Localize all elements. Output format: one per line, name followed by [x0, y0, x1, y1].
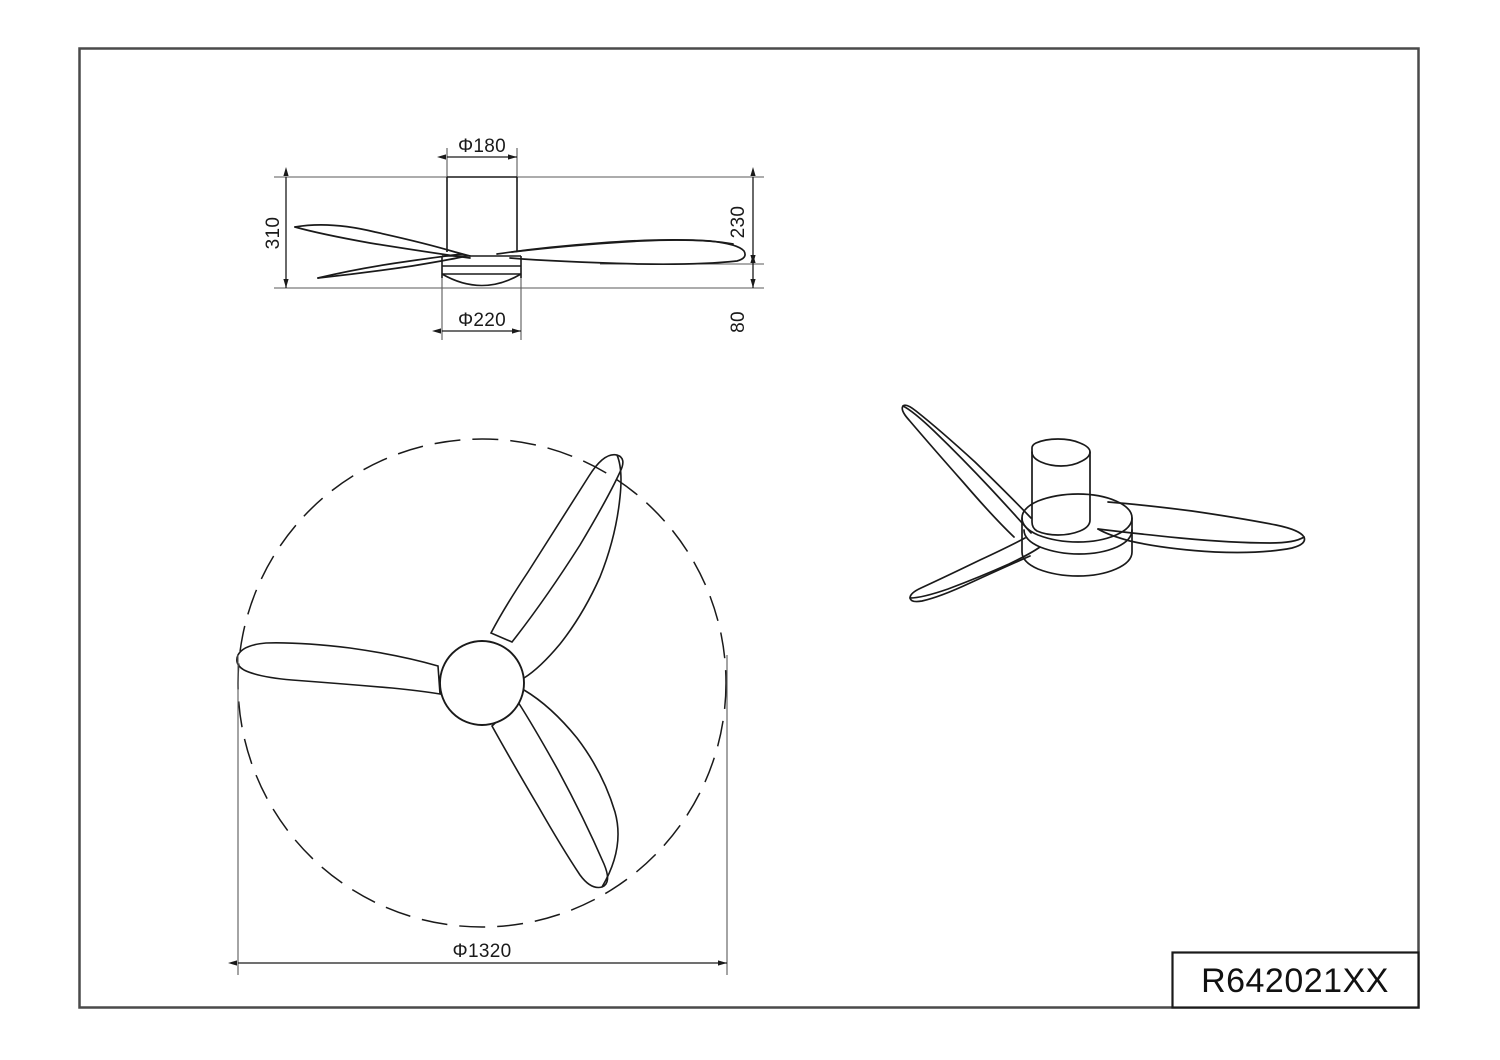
motor-housing-outline — [441, 255, 522, 287]
blade-right-outline — [496, 239, 746, 266]
blade-a-trailing-edge — [902, 405, 1032, 534]
canopy-top-ellipse — [1031, 451, 1091, 467]
plan-hub-circle — [439, 640, 525, 726]
border-rectangle — [78, 47, 1420, 1009]
plan-blade-3-trailing-edge — [523, 689, 619, 888]
plan-blade-left — [236, 642, 441, 695]
dim-phi220: Φ220 — [432, 310, 521, 334]
dim-phi1320: Φ1320 — [228, 941, 727, 966]
blade-left-upper-bottom — [294, 226, 471, 259]
dim-80-label: 80 — [728, 311, 749, 333]
housing-body — [1021, 493, 1133, 577]
blade-b-trailing-edge — [909, 546, 1041, 599]
dim-230: 230 — [728, 167, 756, 264]
housing-ring-1 — [1021, 517, 1133, 543]
perspective-motor-housing — [1021, 493, 1133, 577]
plan-blade-lower-right — [490, 689, 619, 889]
housing-bottom-dome — [441, 273, 522, 287]
dim-phi220-label: Φ220 — [458, 310, 506, 331]
blade-left-lower-bottom — [317, 256, 463, 279]
side-view-blades — [294, 224, 746, 279]
plan-view: Φ1320 — [228, 438, 728, 975]
perspective-canopy — [1031, 438, 1091, 536]
dim-310: 310 — [263, 167, 289, 288]
perspective-blade-upper-left — [901, 404, 1032, 538]
blade-c-inner-edge — [1097, 528, 1305, 544]
blade-left-lower-top — [317, 253, 463, 279]
perspective-view — [901, 404, 1306, 603]
blade-c-outline — [1097, 501, 1306, 554]
title-block-box — [1171, 951, 1420, 1009]
blade-right-inner-edge — [511, 239, 734, 253]
dim-phi1320-label: Φ1320 — [453, 941, 512, 962]
canopy-body — [1031, 438, 1091, 536]
dim-310-label: 310 — [263, 217, 284, 250]
dim-phi180-label: Φ180 — [458, 136, 506, 157]
blade-left-upper-top — [294, 224, 471, 257]
dim-80: 80 — [728, 254, 756, 333]
plan-blade-3-outline — [490, 700, 609, 889]
perspective-blade-right — [1097, 501, 1306, 554]
perspective-blade-lower-left — [909, 537, 1041, 603]
title-block: R642021XX — [1171, 951, 1420, 1009]
dim-230-label: 230 — [728, 206, 749, 239]
plan-blade-upper-right — [489, 453, 624, 679]
sheet-frame — [78, 47, 1420, 1009]
plan-view-extension-lines — [237, 655, 728, 975]
side-view-extension-lines — [274, 148, 764, 340]
part-number-text: R642021XX — [1201, 962, 1389, 1000]
blade-b-outline — [909, 537, 1031, 603]
dim-phi180: Φ180 — [437, 136, 517, 160]
plan-blade-1-trailing-edge — [523, 454, 622, 679]
plan-blade-1-outline — [489, 453, 624, 643]
housing-ring-2 — [1023, 529, 1133, 555]
side-elevation-view: Φ180 Φ220 310 230 80 — [263, 136, 764, 340]
blade-a-outline — [901, 404, 1032, 538]
canopy-downrod-outline — [446, 176, 518, 252]
plan-blade-2-outline — [236, 642, 441, 695]
